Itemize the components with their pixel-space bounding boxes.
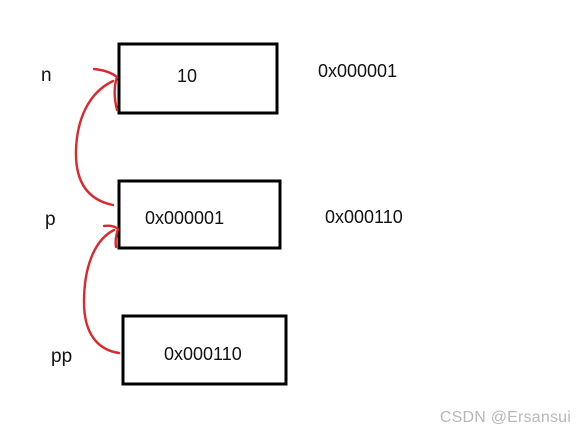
arrow-pp-to-p	[82, 228, 121, 355]
address-label-p: 0x000110	[325, 207, 403, 227]
variable-label-p: p	[45, 209, 56, 230]
variable-label-pp: pp	[51, 346, 73, 367]
variable-label-n: n	[41, 65, 52, 86]
memory-value-p: 0x000001	[145, 208, 225, 228]
arrow-p-to-n	[74, 79, 115, 207]
memory-box-pp	[121, 314, 288, 386]
memory-value-pp: 0x000110	[164, 344, 242, 364]
memory-box-n	[117, 42, 279, 115]
address-label-n: 0x000001	[318, 61, 398, 81]
memory-box-p	[117, 179, 282, 250]
memory-value-n: 10	[177, 66, 198, 86]
watermark-text: CSDN @Ersansui	[439, 409, 571, 426]
arrowhead-pp-to-p	[102, 224, 120, 249]
arrowhead-p-to-n	[92, 67, 119, 112]
